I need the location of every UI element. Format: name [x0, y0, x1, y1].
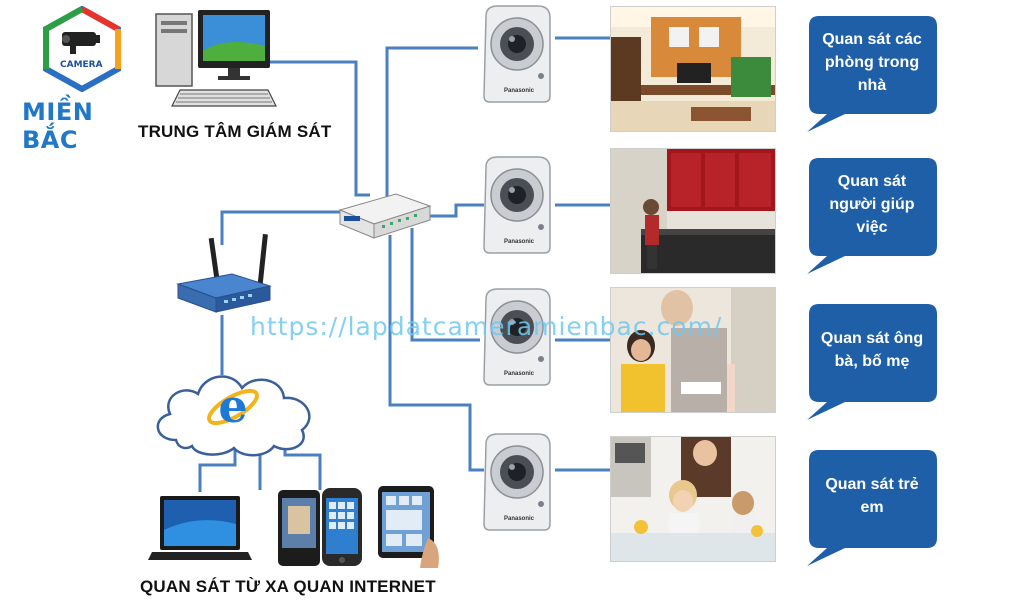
ip-camera-icon [483, 5, 551, 103]
bubble-text: Quan sát ông bà, bố mẹ [820, 330, 924, 370]
ip-camera: Panasonic [478, 287, 556, 387]
ip-camera-icon [483, 156, 551, 254]
camera-brand: Panasonic [504, 239, 535, 245]
camera-brand: Panasonic [504, 516, 535, 522]
wifi-router-icon [176, 233, 272, 313]
laptop-icon [148, 496, 252, 560]
monitoring-center-label: TRUNG TÂM GIÁM SÁT [138, 122, 332, 141]
speech-bubble: Quan sát trẻ em [805, 448, 939, 566]
grandparents-photo [610, 287, 776, 413]
speech-bubble-shape [807, 158, 937, 274]
internet-explorer-icon: e [207, 379, 259, 433]
kitchen-photo [610, 148, 776, 274]
bubble-text: Quan sát người giúp việc [829, 172, 915, 236]
children-photo [610, 436, 776, 562]
speech-bubble: Quan sát các phòng trong nhà [805, 14, 939, 132]
remote-viewing-label: QUAN SÁT TỪ XA QUAN INTERNET [140, 577, 436, 596]
speech-bubble-shape [807, 16, 937, 132]
speech-bubble: Quan sát người giúp việc [805, 156, 939, 274]
camera-brand: Panasonic [504, 371, 535, 377]
ip-camera: Panasonic [478, 4, 556, 104]
speech-bubble: Quan sát ông bà, bố mẹ [805, 302, 939, 420]
camera-logo-icon [43, 6, 121, 92]
svg-text:e: e [218, 379, 247, 433]
logo-badge: CAMERA [60, 60, 103, 70]
speech-bubble-shape [807, 304, 937, 420]
bubble-text: Quan sát trẻ em [825, 476, 919, 516]
ip-camera: Panasonic [478, 432, 556, 532]
living-room-photo [610, 6, 776, 132]
desktop-computer-icon [155, 10, 277, 107]
network-switch-icon [338, 193, 432, 239]
speech-bubble-shape [807, 450, 937, 566]
brand-logo: CAMERA MIỀN BẮC [10, 6, 150, 154]
ip-camera: Panasonic [478, 155, 556, 255]
website-watermark[interactable]: https://lapdatcameramienbac.com/ [250, 312, 723, 341]
ip-camera-icon [483, 433, 551, 531]
logo-brand-text: MIỀN BẮC [22, 98, 94, 154]
ip-camera-icon [483, 288, 551, 386]
smartphone-icon [278, 488, 362, 566]
camera-brand: Panasonic [504, 88, 535, 94]
tablet-icon [378, 486, 439, 568]
bubble-text: Quan sát các phòng trong nhà [822, 30, 922, 94]
